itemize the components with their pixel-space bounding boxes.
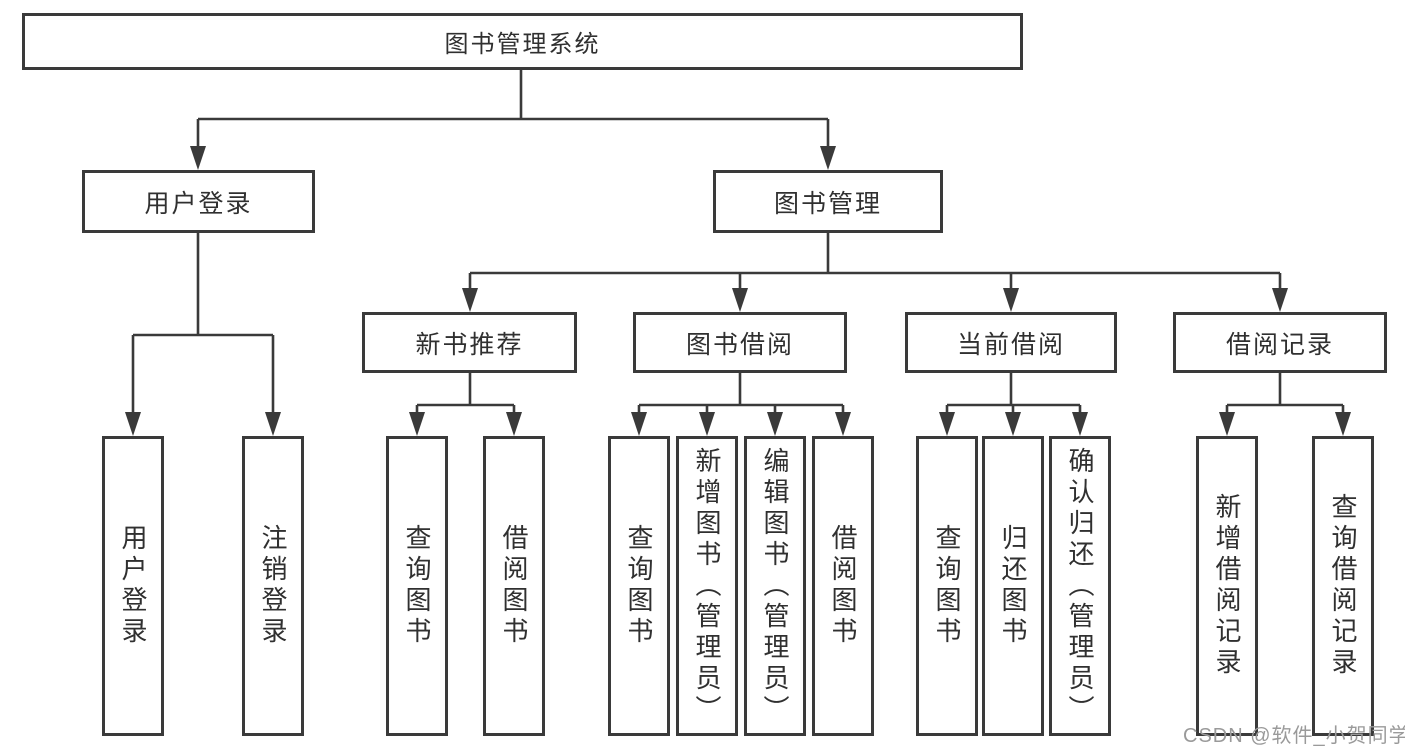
leaf-label: 用户登录 xyxy=(118,524,148,648)
node-label: 新书推荐 xyxy=(415,330,524,359)
leaf-confirm-return-admin: 确认归还（管理员） xyxy=(1049,436,1111,736)
node-book-borrow: 图书借阅 xyxy=(633,312,847,373)
node-user-login: 用户登录 xyxy=(82,170,315,233)
leaf-label: 查询图书 xyxy=(932,524,962,648)
leaf-add-book-admin: 新增图书（管理员） xyxy=(676,436,738,736)
node-label: 图书管理系统 xyxy=(444,31,601,58)
node-label: 用户登录 xyxy=(144,189,253,218)
leaf-borrow-book: 借阅图书 xyxy=(812,436,874,736)
node-root-library-system: 图书管理系统 xyxy=(22,13,1023,70)
node-current-borrow: 当前借阅 xyxy=(905,312,1117,373)
leaf-logout-login: 注销登录 xyxy=(242,436,304,736)
branch-user-login xyxy=(125,233,281,436)
branch-borrow-records xyxy=(1219,373,1351,436)
leaf-query-book-recommend: 查询图书 xyxy=(386,436,448,736)
branch-root xyxy=(190,70,836,170)
leaf-label: 借阅图书 xyxy=(499,524,529,648)
leaf-label: 编辑图书（管理员） xyxy=(760,446,790,726)
node-label: 当前借阅 xyxy=(956,330,1065,359)
leaf-return-book: 归还图书 xyxy=(982,436,1044,736)
csdn-watermark: CSDN @软件_小贺同学 xyxy=(1183,725,1405,747)
leaf-label: 查询图书 xyxy=(402,524,432,648)
leaf-query-borrow-record: 查询借阅记录 xyxy=(1312,436,1374,736)
leaf-label: 注销登录 xyxy=(258,524,288,648)
node-label: 图书管理 xyxy=(773,189,882,218)
node-label: 图书借阅 xyxy=(685,330,794,359)
leaf-label: 新增借阅记录 xyxy=(1212,493,1242,679)
node-borrow-records: 借阅记录 xyxy=(1173,312,1387,373)
node-label: 借阅记录 xyxy=(1225,330,1334,359)
branch-new-book-recommend xyxy=(409,373,522,436)
branch-book-management xyxy=(462,233,1288,312)
leaf-query-book-borrow: 查询图书 xyxy=(608,436,670,736)
leaf-borrow-book-recommend: 借阅图书 xyxy=(483,436,545,736)
leaf-edit-book-admin: 编辑图书（管理员） xyxy=(744,436,806,736)
leaf-label: 借阅图书 xyxy=(828,524,858,648)
leaf-label: 新增图书（管理员） xyxy=(692,446,722,726)
leaf-add-borrow-record: 新增借阅记录 xyxy=(1196,436,1258,736)
leaf-user-login: 用户登录 xyxy=(102,436,164,736)
leaf-label: 归还图书 xyxy=(998,524,1028,648)
leaf-label: 查询图书 xyxy=(624,524,654,648)
node-new-book-recommend: 新书推荐 xyxy=(362,312,577,373)
leaf-query-book-current: 查询图书 xyxy=(916,436,978,736)
branch-current-borrow xyxy=(939,373,1088,436)
leaf-label: 确认归还（管理员） xyxy=(1065,446,1095,726)
node-book-management: 图书管理 xyxy=(713,170,943,233)
branch-book-borrow xyxy=(631,373,851,436)
leaf-label: 查询借阅记录 xyxy=(1328,493,1358,679)
